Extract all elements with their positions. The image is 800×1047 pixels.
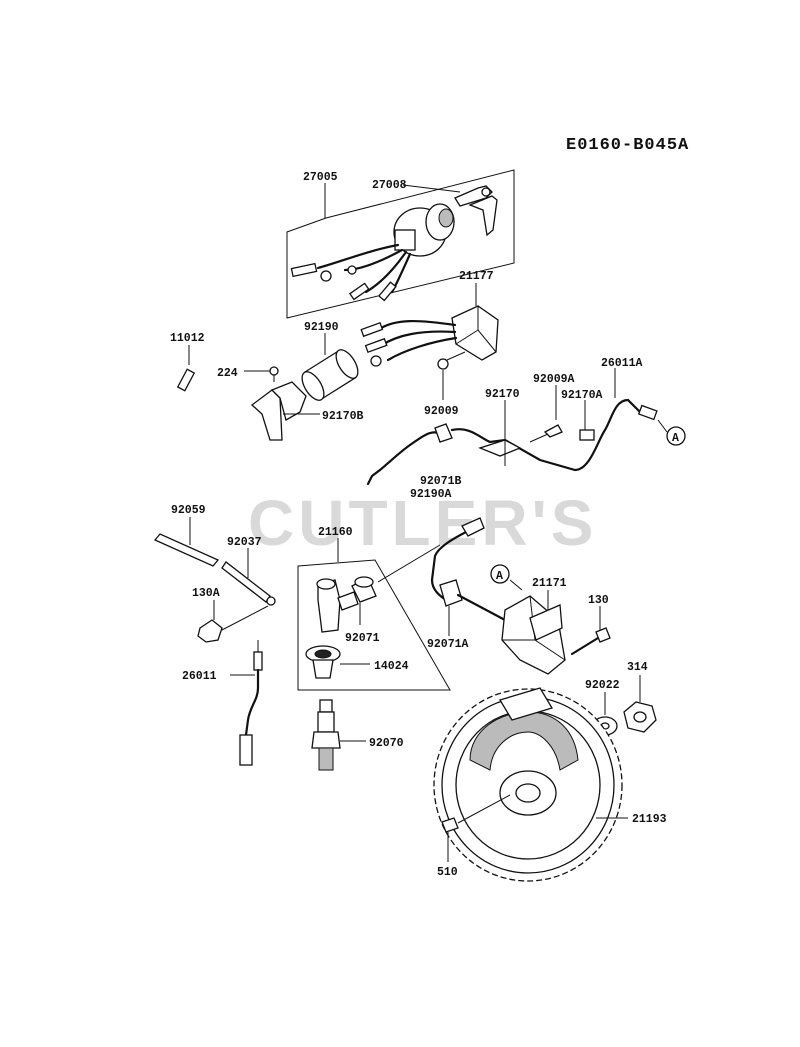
label-224: 224 [217,367,238,380]
bolt-130 [570,606,611,656]
label-314: 314 [627,661,648,674]
label-27005: 27005 [303,171,338,184]
label-26011: 26011 [182,670,217,683]
label-130: 130 [588,594,609,607]
label-26011A: 26011A [601,357,643,370]
label-92190: 92190 [304,321,339,334]
cap-group-21160 [297,538,451,691]
bracket-92170B [244,366,320,441]
lead-26011 [230,640,263,766]
nut-314 [623,675,657,733]
regulator [360,283,499,367]
keys [454,185,498,237]
label-92190A: 92190A [410,488,452,501]
callout-a-coil: A [490,564,510,584]
spark-plug [311,699,366,771]
label-92071B: 92071B [420,475,462,488]
ignition-switch [290,203,455,302]
label-92170: 92170 [485,388,520,401]
label-14024: 14024 [374,660,409,673]
label-92009: 92009 [424,405,459,418]
label-92170B: 92170B [322,410,364,423]
bar-92037 [221,548,276,606]
sleeve-92190 [301,333,359,401]
callout-a-top-label: A [672,432,679,445]
pin-11012 [176,345,196,392]
label-92022: 92022 [585,679,620,692]
label-11012: 11012 [170,332,205,345]
wire-harness [366,368,668,486]
label-130A: 130A [192,587,220,600]
label-21193: 21193 [632,813,667,826]
diagram-code: E0160-B045A [566,136,689,155]
label-92071A: 92071A [427,638,469,651]
flywheel [433,687,628,882]
label-21177: 21177 [459,270,494,283]
ignition-coil [430,517,566,675]
callout-a-coil-label: A [496,570,503,583]
label-92071: 92071 [345,632,380,645]
label-92170A: 92170A [561,389,603,402]
callout-a-top: A [666,426,686,446]
label-21160: 21160 [318,526,353,539]
screw-92009A [529,385,563,443]
label-510: 510 [437,866,458,879]
ignition-switch-group [286,169,515,319]
screw-92009 [437,351,466,400]
bolt-130A [197,600,269,643]
rod-92059 [153,517,220,567]
label-92070: 92070 [369,737,404,750]
key-510 [441,794,511,862]
label-92009A: 92009A [533,373,575,386]
label-92059: 92059 [171,504,206,517]
watermark: CUTLER'S [248,487,597,559]
label-92037: 92037 [227,536,262,549]
label-21171: 21171 [532,577,567,590]
label-27008: 27008 [372,179,407,192]
